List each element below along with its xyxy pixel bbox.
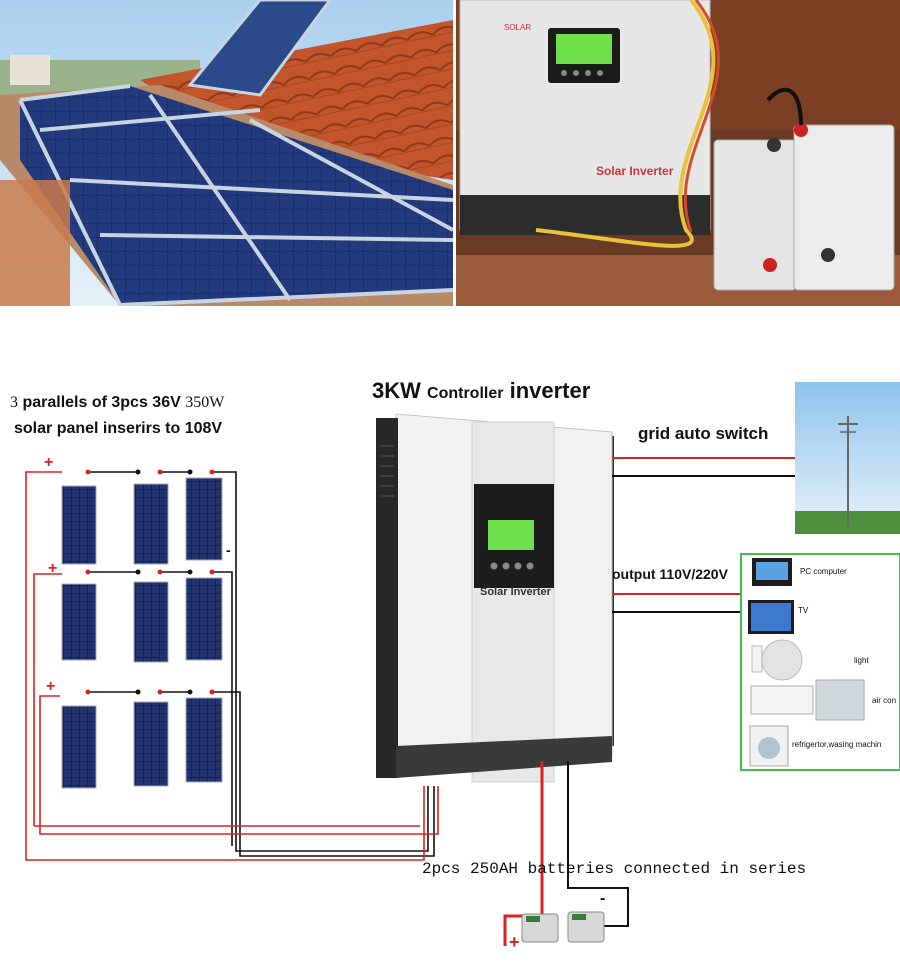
wiring-diagram: 3KW Controller inverter 3 parallels of 3… xyxy=(0,306,900,970)
title-inverter: inverter xyxy=(509,378,591,403)
title-controller: Controller xyxy=(427,385,504,402)
roof-tiles xyxy=(140,20,453,180)
solar-panel xyxy=(61,705,97,789)
plus-sign: + xyxy=(44,454,54,471)
inverter-photo-caption: Solar Inverter xyxy=(596,164,674,178)
inverter-unit: SOLAR Solar Inverter xyxy=(459,0,711,235)
photo-solar-roof xyxy=(0,0,453,306)
battery-plus: + xyxy=(509,932,520,952)
title-power: 3KW xyxy=(372,378,421,403)
plus-sign: + xyxy=(48,560,58,577)
photo-inverter-install: SOLAR Solar Inverter xyxy=(456,0,900,306)
roof-illustration xyxy=(0,0,453,306)
control-button xyxy=(514,562,522,570)
battery-pair xyxy=(713,123,895,291)
appliance-tv: TV xyxy=(798,606,809,615)
solar-panel xyxy=(133,581,169,663)
plus-sign: + xyxy=(46,678,56,695)
wiring-svg xyxy=(25,382,900,946)
inverter-title: 3KW Controller inverter xyxy=(372,378,590,404)
appliance-pc: PC computer xyxy=(800,567,847,576)
solar-panel xyxy=(185,477,223,561)
control-button xyxy=(490,562,498,570)
panel-description-line2: solar panel inserirs to 108V xyxy=(14,420,223,437)
solar-panel xyxy=(61,583,97,661)
panel-wattage: 350W xyxy=(185,394,225,411)
battery-bank xyxy=(521,911,605,943)
solar-panel xyxy=(133,701,169,787)
inverter-illustration: SOLAR Solar Inverter xyxy=(456,0,900,306)
appliance-aircon: air con xyxy=(872,696,897,705)
panel-description-line1: 3 parallels of 3pcs 36V 350W xyxy=(10,394,224,412)
control-button xyxy=(502,562,510,570)
appliance-fridge: refrigertor,wasing machin xyxy=(792,740,882,749)
solar-panel xyxy=(185,577,223,661)
solar-panel xyxy=(133,483,169,565)
panel-config: parallels of 3pcs 36V xyxy=(22,394,181,411)
solar-panel-array xyxy=(20,86,453,305)
inverter-caption: Solar Inverter xyxy=(480,586,551,598)
inverter-drawing xyxy=(376,413,614,783)
solar-panel xyxy=(185,697,223,783)
control-button xyxy=(526,562,534,570)
panel-count: 3 xyxy=(10,394,18,411)
appliance-board xyxy=(740,553,900,771)
appliance-light: light xyxy=(854,656,869,665)
output-label: output 110V/220V xyxy=(612,566,728,582)
lcd-screen xyxy=(488,520,534,550)
grid-label: grid auto switch xyxy=(638,424,769,443)
panel-grid xyxy=(61,477,223,789)
minus-sign: - xyxy=(226,542,231,558)
battery-label: 2pcs 250AH batteries connected in series xyxy=(422,860,807,878)
inverter-brand: SOLAR xyxy=(504,23,531,32)
grid-photo xyxy=(795,382,900,534)
battery-minus: - xyxy=(600,890,606,907)
solar-panel xyxy=(61,485,97,565)
